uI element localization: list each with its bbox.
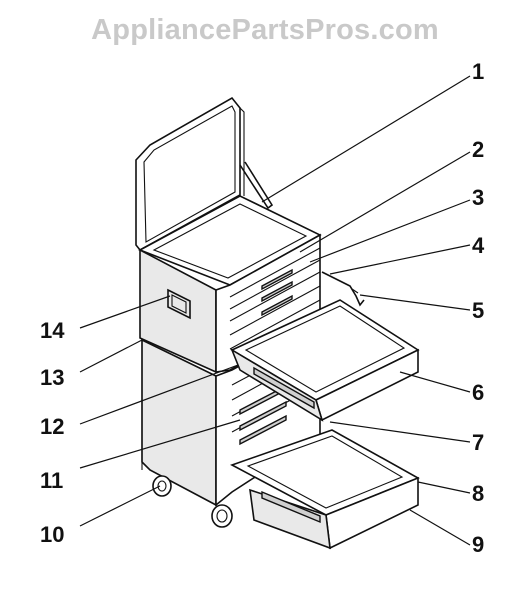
callout-13: 13 [40,365,64,390]
callout-4: 4 [472,233,485,258]
top-lid [135,96,245,252]
callout-1: 1 [472,59,484,84]
lock-bar [321,271,365,307]
leader-lines [79,75,471,546]
callout-12: 12 [40,414,64,439]
top-chest [139,233,321,374]
callout-11: 11 [40,468,63,493]
callout-8: 8 [472,481,484,506]
callout-9: 9 [472,532,484,557]
lid-support-arm [239,161,274,210]
extended-drawer-lower [230,429,420,550]
callout-6: 6 [472,380,484,405]
callout-3: 3 [472,185,484,210]
watermark-text: AppliancePartsPros.com [91,14,439,46]
callout-7: 7 [472,430,484,455]
callout-5: 5 [472,298,484,323]
extended-drawer-upper [230,299,420,422]
callout-2: 2 [472,137,484,162]
callout-14: 14 [40,318,65,343]
casters [152,475,233,528]
callout-10: 10 [40,522,64,547]
